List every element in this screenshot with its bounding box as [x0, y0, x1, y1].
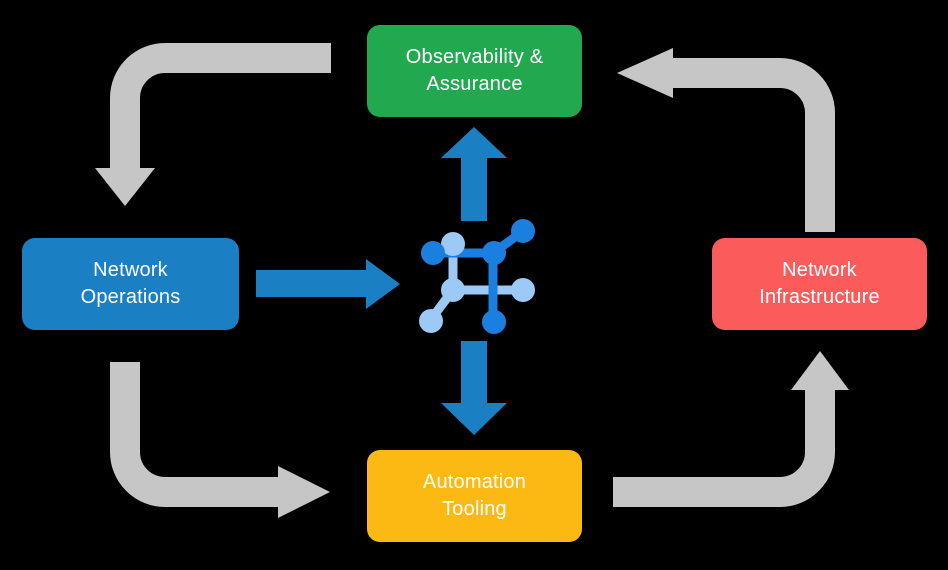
arrow-infrastructure-to-observability [617, 48, 835, 232]
arrow-hub-to-automation [441, 341, 507, 435]
network-topology-icon [419, 219, 535, 334]
arrow-hub-to-observability [441, 127, 507, 221]
arrow-automation-to-infrastructure [613, 351, 849, 507]
arrow-operations-to-automation [110, 362, 330, 518]
arrow-observability-to-operations [95, 43, 331, 206]
arrow-operations-to-hub [256, 259, 400, 309]
node-network-operations[interactable]: Network Operations [22, 238, 239, 330]
node-observability-assurance[interactable]: Observability & Assurance [367, 25, 582, 117]
node-automation-tooling[interactable]: Automation Tooling [367, 450, 582, 542]
node-network-infrastructure[interactable]: Network Infrastructure [712, 238, 927, 330]
